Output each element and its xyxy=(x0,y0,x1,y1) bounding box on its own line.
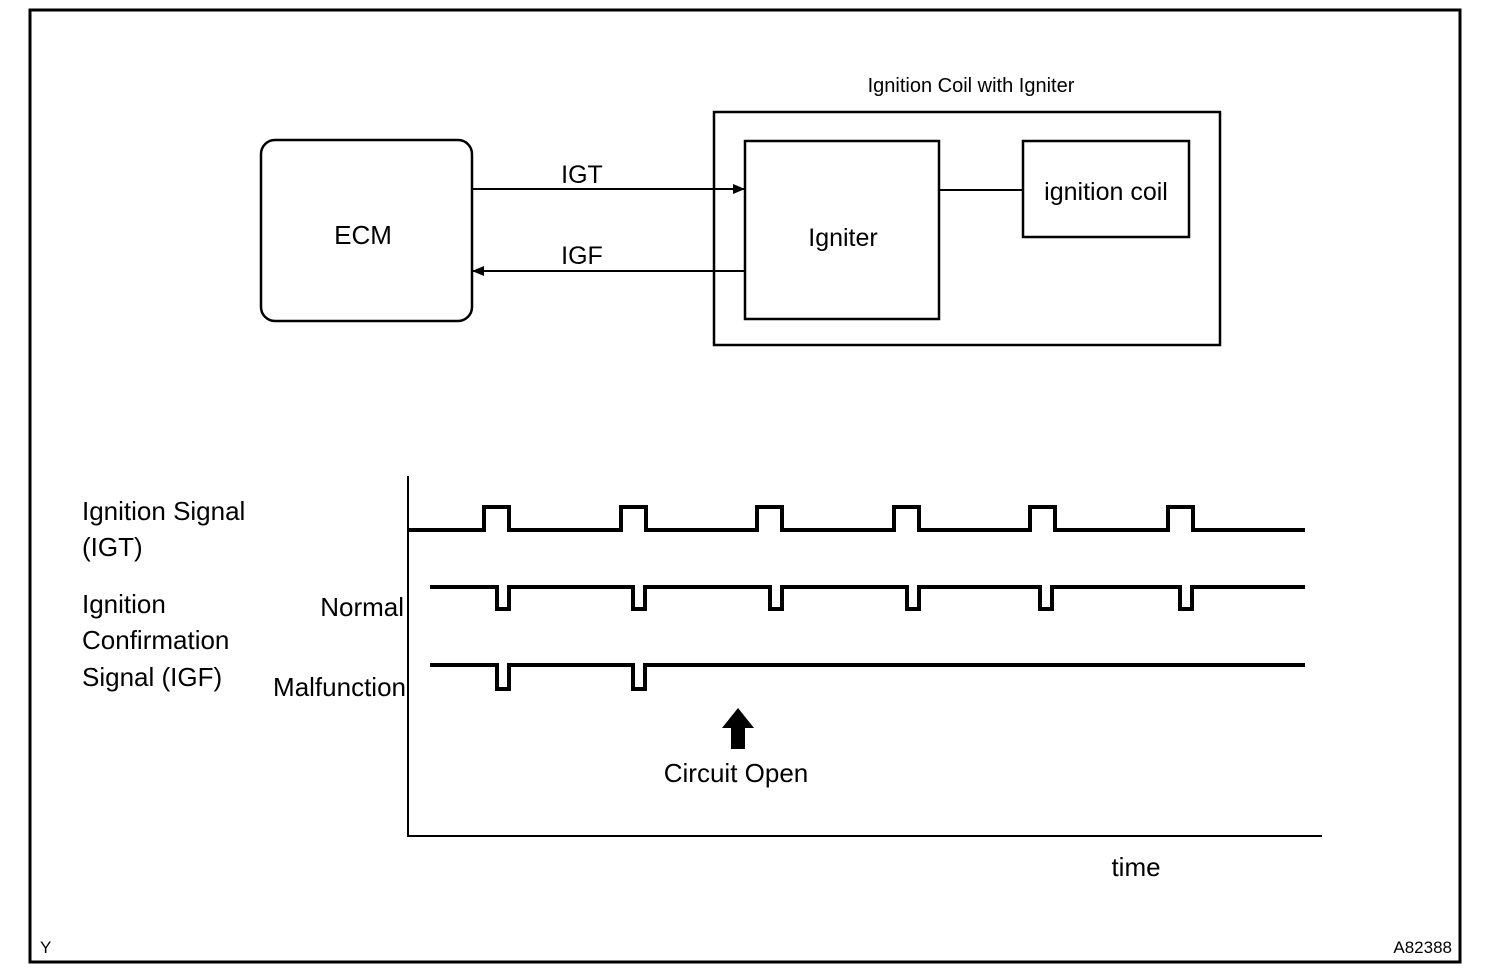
malfunction-label: Malfunction xyxy=(273,672,406,702)
igf-signal-label: IGF xyxy=(561,242,603,270)
igf-row-label-line3: Signal (IGF) xyxy=(82,662,222,692)
ecm-label: ECM xyxy=(334,220,392,250)
igniter-label: Igniter xyxy=(808,224,877,252)
igf-row-label-line1: Ignition xyxy=(82,589,166,619)
ecm-box xyxy=(259,138,474,323)
figure-id: A82388 xyxy=(1393,938,1452,957)
circuit-open-arrow xyxy=(722,708,754,749)
x-axis-label: time xyxy=(1111,852,1160,882)
igt-row-label-line1: Ignition Signal xyxy=(82,496,245,526)
igf-malfunction-waveform xyxy=(430,663,1305,691)
ignition-coil-label: ignition coil xyxy=(1044,178,1168,206)
circuit-open-label: Circuit Open xyxy=(664,758,809,788)
igt-waveform xyxy=(408,505,1305,532)
module-title: Ignition Coil with Igniter xyxy=(868,75,1075,97)
igt-row-label-line2: (IGT) xyxy=(82,532,143,562)
figure-frame xyxy=(28,8,1462,964)
normal-label: Normal xyxy=(320,592,404,622)
ignition-coil-with-igniter-box xyxy=(712,110,1222,347)
igf-normal-waveform xyxy=(430,585,1305,611)
igt-signal-label: IGT xyxy=(561,161,603,189)
igniter-box xyxy=(743,139,941,321)
corner-code: Y xyxy=(40,938,51,957)
igf-row-label-line2: Confirmation xyxy=(82,625,229,655)
